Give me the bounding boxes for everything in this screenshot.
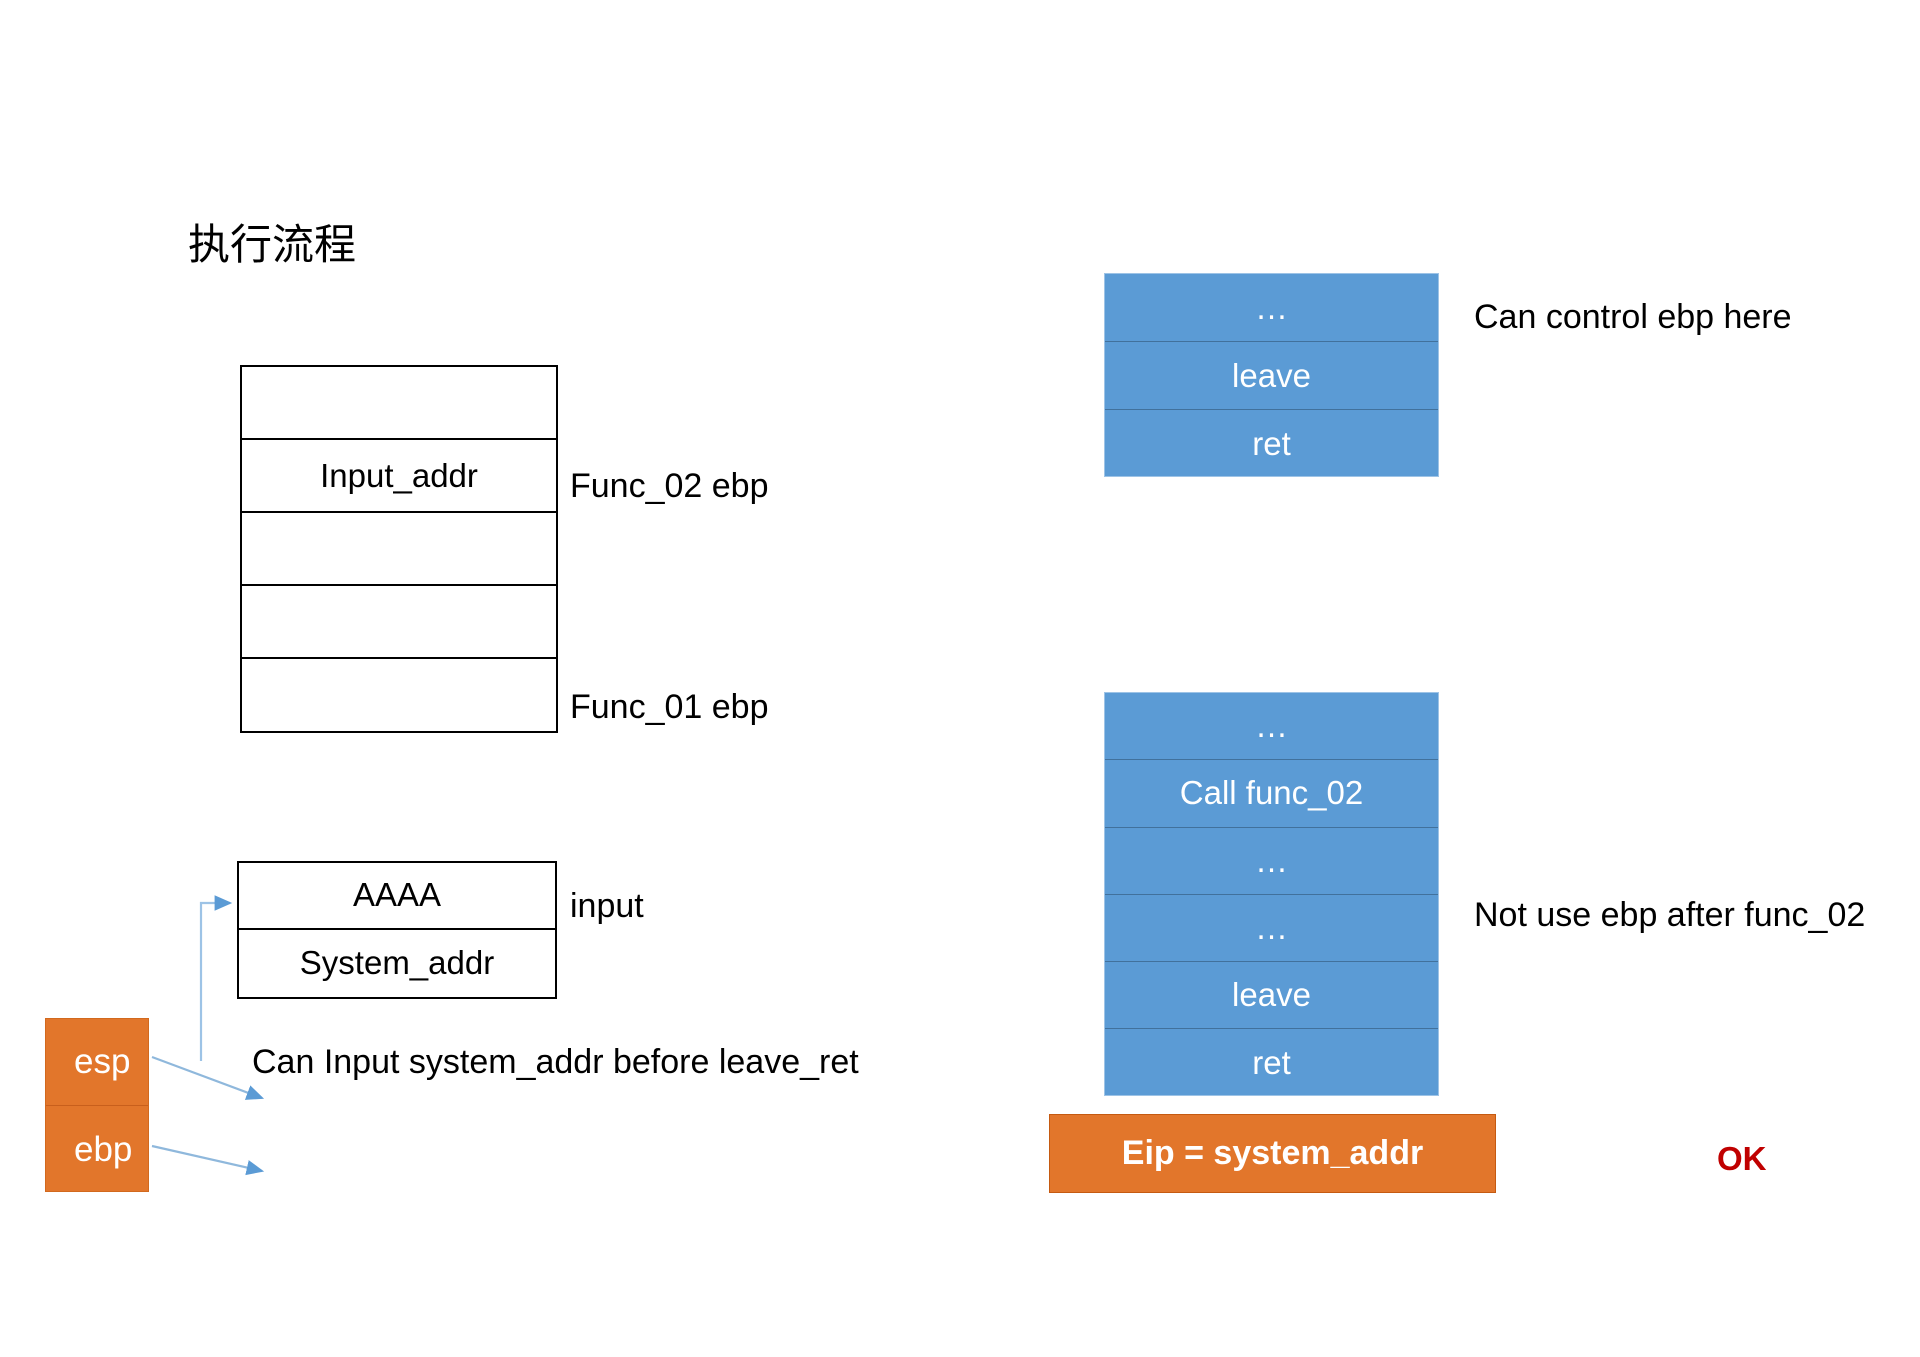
blue-bottom-row-ret: ret xyxy=(1252,1044,1291,1082)
func-stack-cell-2 xyxy=(242,513,556,586)
input-stack-cell-system-addr: System_addr xyxy=(299,943,495,981)
label-input: input xyxy=(570,887,644,925)
arrow-ebp xyxy=(151,1144,265,1176)
label-not-use-ebp-after-func-02: Not use ebp after func_02 xyxy=(1474,896,1866,934)
arrow-input-to-aaaa xyxy=(199,895,233,1061)
func-stack-cell-3 xyxy=(242,586,556,659)
func-stack-cell-input-addr: Input_addr xyxy=(242,440,556,513)
blue-bottom-row-2: … xyxy=(1105,828,1438,895)
blue-top-row-ret: ret xyxy=(1252,425,1291,462)
blue-bottom-row-call-func-02: Call func_02 xyxy=(1105,760,1438,828)
input-stack-cell-aaaa: AAAA xyxy=(239,863,555,930)
status-ok-label: OK xyxy=(1717,1140,1767,1177)
func-stack-table: Input_addr xyxy=(240,365,558,733)
blue-top-row-0: … xyxy=(1105,274,1438,342)
blue-bottom-row-leave: leave xyxy=(1105,962,1438,1030)
blue-block-func-01-body: … Call func_02 … … leave ret xyxy=(1104,692,1439,1096)
label-can-input-system-addr: Can Input system_addr before leave_ret xyxy=(252,1043,859,1081)
arrow-esp xyxy=(151,1055,265,1100)
blue-top-row-leave: leave xyxy=(1105,342,1438,410)
blue-bottom-row-3: … xyxy=(1105,895,1438,963)
register-box: esp ebp xyxy=(45,1018,149,1192)
register-esp: esp xyxy=(46,1019,148,1106)
blue-bottom-row-0: … xyxy=(1105,693,1438,761)
input-stack-table: AAAA System_addr xyxy=(237,861,557,999)
register-ebp: ebp xyxy=(74,1129,133,1169)
label-func-02-ebp: Func_02 ebp xyxy=(570,467,769,505)
eip-result-bar: Eip = system_addr xyxy=(1049,1114,1496,1193)
label-func-01-ebp: Func_01 ebp xyxy=(570,688,769,726)
blue-block-func-02-epilogue: … leave ret xyxy=(1104,273,1439,477)
page-title: 执行流程 xyxy=(188,221,357,268)
label-can-control-ebp-here: Can control ebp here xyxy=(1474,298,1792,336)
func-stack-cell-4 xyxy=(242,659,556,732)
func-stack-cell-0 xyxy=(242,367,556,440)
